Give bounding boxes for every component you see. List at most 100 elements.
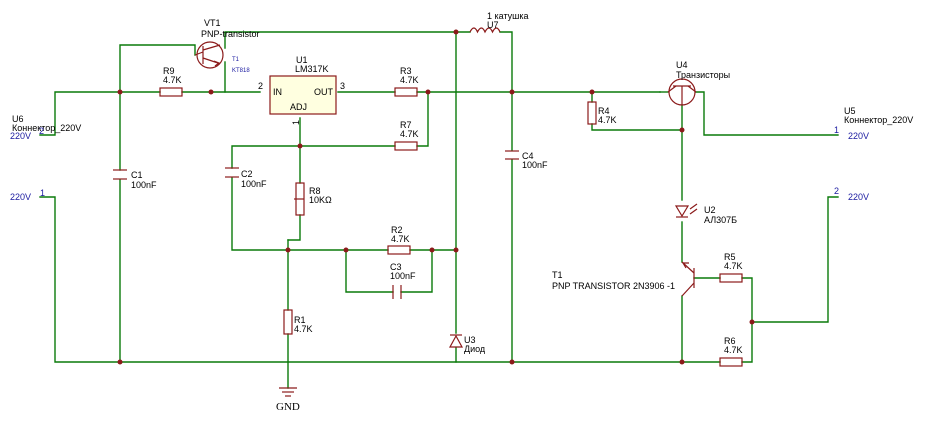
- r5-value: 4.7K: [724, 261, 743, 271]
- u5-net-1: 220V: [848, 131, 869, 141]
- junction: [208, 89, 214, 95]
- vt1-value: PNP-transistor: [201, 29, 260, 39]
- vt1-ref: VT1: [204, 18, 221, 28]
- r5-ref: R5: [724, 252, 736, 262]
- u1-pin-adj: 1: [291, 120, 301, 125]
- resistor-r2[interactable]: R2 4.7K: [387, 225, 411, 255]
- led-u2[interactable]: U2 АЛ307Б: [674, 203, 737, 225]
- u4-value: Транзисторы: [676, 70, 730, 80]
- resistor-r1[interactable]: R1 4.7K: [283, 309, 313, 335]
- t1-ref: T1: [552, 270, 563, 280]
- c4-ref: C4: [522, 151, 534, 161]
- coil-value: 1 катушка: [487, 11, 529, 21]
- u6-value: Коннектор_220V: [12, 123, 81, 133]
- resistor-r7[interactable]: R7 4.7K: [394, 120, 419, 151]
- capacitor-c4[interactable]: C4 100nF: [505, 150, 548, 170]
- c1-ref: C1: [131, 170, 143, 180]
- t1-value: PNP TRANSISTOR 2N3906 -1: [552, 281, 675, 291]
- junction: [509, 89, 515, 95]
- c3-ref: C3: [390, 262, 402, 272]
- junction: [429, 247, 435, 253]
- r4-ref: R4: [598, 106, 610, 116]
- u6-net-1: 220V: [10, 192, 31, 202]
- r2-ref: R2: [391, 225, 403, 235]
- diode-u3[interactable]: U3 Диод: [448, 334, 486, 354]
- junction: [343, 247, 349, 253]
- resistor-r3[interactable]: R3 4.7K: [394, 66, 419, 97]
- u1-out-label: OUT: [314, 87, 334, 97]
- u2-value: АЛ307Б: [704, 215, 737, 225]
- coil-ref: U7: [487, 20, 499, 30]
- c3-value: 100nF: [390, 271, 416, 281]
- r9-ref: R9: [163, 66, 175, 76]
- r4-value: 4.7K: [598, 115, 617, 125]
- r1-value: 4.7K: [294, 324, 313, 334]
- r3-value: 4.7K: [400, 75, 419, 85]
- r9-value: 4.7K: [163, 75, 182, 85]
- c2-ref: C2: [241, 169, 253, 179]
- vt1-transistor[interactable]: VT1 PNP-transistor T1 KT818: [194, 18, 260, 74]
- junction: [749, 319, 755, 325]
- connector-u6[interactable]: U6 Коннектор_220V 220V 2 220V 1: [10, 114, 81, 202]
- u5-pin-2: 2: [834, 186, 839, 196]
- junction: [509, 359, 515, 365]
- c4-value: 100nF: [522, 160, 548, 170]
- u5-ref: U5: [844, 106, 856, 116]
- capacitor-c2[interactable]: C2 100nF: [225, 167, 267, 189]
- r7-value: 4.7K: [400, 129, 419, 139]
- capacitor-c1[interactable]: C1 100nF: [113, 169, 157, 190]
- u5-net-2: 220V: [848, 192, 869, 202]
- wires: [39, 31, 839, 389]
- gnd-label: GND: [276, 401, 300, 413]
- resistor-r5[interactable]: R5 4.7K: [719, 252, 743, 283]
- junction: [285, 247, 291, 253]
- u1-regulator[interactable]: U1 LM317K IN OUT ADJ 2 3 1: [258, 55, 345, 125]
- r7-ref: R7: [400, 120, 412, 130]
- junction: [679, 359, 685, 365]
- u1-pin-out: 3: [340, 81, 345, 91]
- junction: [425, 89, 431, 95]
- r6-ref: R6: [724, 336, 736, 346]
- junction: [453, 29, 459, 35]
- u1-value: LM317K: [295, 64, 329, 74]
- u1-ref: U1: [296, 55, 308, 65]
- c1-value: 100nF: [131, 180, 157, 190]
- u5-pin-1: 1: [834, 125, 839, 135]
- capacitor-c3[interactable]: C3 100nF: [390, 262, 416, 299]
- u5-value: Коннектор_220V: [844, 115, 913, 125]
- ground-symbol: GND: [276, 387, 300, 413]
- t1-transistor[interactable]: T1 PNP TRANSISTOR 2N3906 -1: [552, 261, 695, 297]
- junction: [679, 127, 685, 133]
- u1-pin-in: 2: [258, 81, 263, 91]
- r8-value: 10KΩ: [309, 195, 332, 205]
- u3-value: Диод: [464, 344, 486, 354]
- vt1-t1: T1: [232, 57, 240, 63]
- u3-ref: U3: [464, 335, 476, 345]
- u6-net-2: 220V: [10, 131, 31, 141]
- u1-adj-label: ADJ: [290, 102, 307, 112]
- u1-in-label: IN: [273, 87, 282, 97]
- coil-u7[interactable]: 1 катушка U7: [469, 11, 529, 34]
- r3-ref: R3: [400, 66, 412, 76]
- r1-ref: R1: [294, 315, 306, 325]
- u6-ref: U6: [12, 114, 24, 124]
- r6-value: 4.7K: [724, 345, 743, 355]
- junction: [117, 359, 123, 365]
- connector-u5[interactable]: U5 Коннектор_220V 1 220V 2 220V: [834, 106, 913, 202]
- u6-pin-2: 2: [39, 126, 44, 136]
- vt1-part: KT818: [232, 68, 250, 74]
- r8-ref: R8: [309, 186, 321, 196]
- u4-transistor[interactable]: U4 Транзисторы: [667, 60, 730, 106]
- u6-pin-1: 1: [40, 188, 45, 198]
- resistor-r9[interactable]: R9 4.7K: [159, 66, 183, 97]
- junctions: [117, 29, 755, 365]
- resistor-r8[interactable]: R8 10KΩ: [294, 182, 332, 216]
- junction: [589, 89, 595, 95]
- u4-ref: U4: [676, 60, 688, 70]
- resistor-r6[interactable]: R6 4.7K: [719, 336, 743, 367]
- resistor-r4[interactable]: R4 4.7K: [587, 101, 617, 125]
- junction: [117, 89, 123, 95]
- junction: [297, 143, 303, 149]
- c2-value: 100nF: [241, 179, 267, 189]
